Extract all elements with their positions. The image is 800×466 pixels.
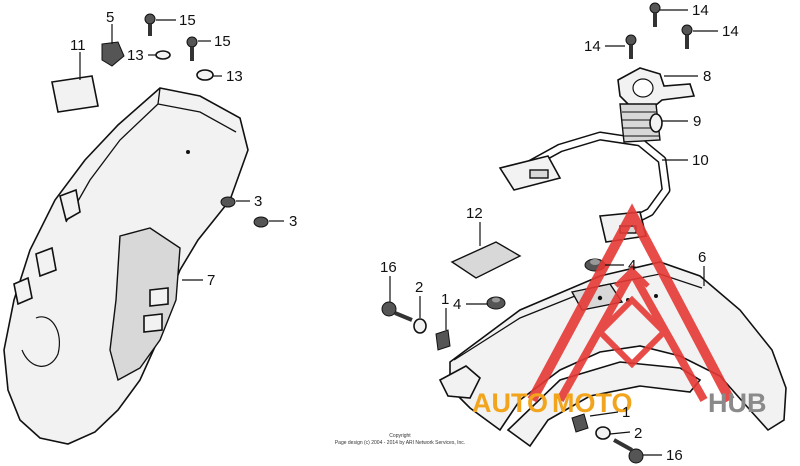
watermark-logo — [527, 203, 735, 403]
collar-part-1-lower — [571, 413, 589, 433]
grommet-part-3-lower — [253, 216, 269, 228]
watermark-hub: HUB — [708, 388, 767, 418]
callout-7: 7 — [207, 272, 215, 289]
callout-8: 8 — [703, 68, 711, 85]
watermark-auto: AUTO — [472, 388, 548, 418]
copyright-line-1: Copyright — [389, 433, 411, 439]
copyright-notice: Copyright Page design (c) 2004 - 2014 by… — [335, 433, 465, 446]
collar-part-1-upper — [435, 329, 451, 351]
copyright-line-2: Page design (c) 2004 - 2014 by ARI Netwo… — [335, 440, 465, 446]
callout-labels: 5 15 11 13 15 13 3 3 7 14 14 14 8 9 10 1… — [70, 2, 739, 464]
washer-part-2-lower — [595, 426, 611, 440]
callout-5: 5 — [106, 9, 114, 26]
bolt-part-14-left — [625, 34, 637, 59]
callout-4-upper: 4 — [628, 257, 636, 274]
callout-10: 10 — [692, 152, 709, 169]
callout-16-upper: 16 — [380, 259, 397, 276]
rubber-bushing-part-9 — [619, 103, 663, 143]
callout-16-lower: 16 — [666, 447, 683, 464]
callout-3-lower: 3 — [289, 213, 297, 230]
callout-9: 9 — [693, 113, 701, 130]
callout-1-upper: 1 — [441, 291, 449, 308]
callout-14-right: 14 — [722, 23, 739, 40]
grommet-part-3-upper — [220, 196, 236, 208]
washer-part-13-lower — [196, 69, 214, 81]
watermark-moto: MOTO — [552, 388, 633, 418]
rear-fender-part-6 — [438, 261, 787, 448]
callout-15-lower: 15 — [214, 33, 231, 50]
decal-part-12 — [450, 241, 522, 279]
clip-nut-part-5 — [101, 41, 125, 67]
leader-lines — [79, 9, 718, 456]
bolt-part-16-lower — [613, 438, 644, 464]
callout-12: 12 — [466, 205, 483, 222]
bolt-part-15-upper — [144, 13, 156, 36]
callout-2-lower: 2 — [634, 425, 642, 442]
watermark-wordmark: AUTO MOTO HUB — [472, 388, 767, 418]
bolt-part-14-right — [681, 24, 693, 49]
callout-6: 6 — [698, 249, 706, 266]
callout-2-upper: 2 — [415, 279, 423, 296]
callout-1-lower: 1 — [622, 404, 630, 421]
washer-part-2-upper — [413, 318, 427, 334]
callout-15-upper: 15 — [179, 12, 196, 29]
washer-part-13-upper — [155, 50, 171, 60]
bolt-part-16-upper — [381, 301, 413, 322]
front-fender-part-7 — [3, 87, 249, 445]
callout-11: 11 — [70, 37, 86, 54]
callout-14-top: 14 — [692, 2, 709, 19]
bolt-part-14-top — [649, 2, 661, 27]
callout-4-lower: 4 — [453, 296, 461, 313]
bolt-part-15-lower — [186, 36, 198, 61]
callout-3-upper: 3 — [254, 193, 262, 210]
decal-part-11 — [51, 75, 99, 113]
callout-13-lower: 13 — [226, 68, 243, 85]
callout-14-left: 14 — [584, 38, 601, 55]
grommet-part-4-lower — [486, 296, 506, 310]
callout-13-upper: 13 — [127, 47, 144, 64]
